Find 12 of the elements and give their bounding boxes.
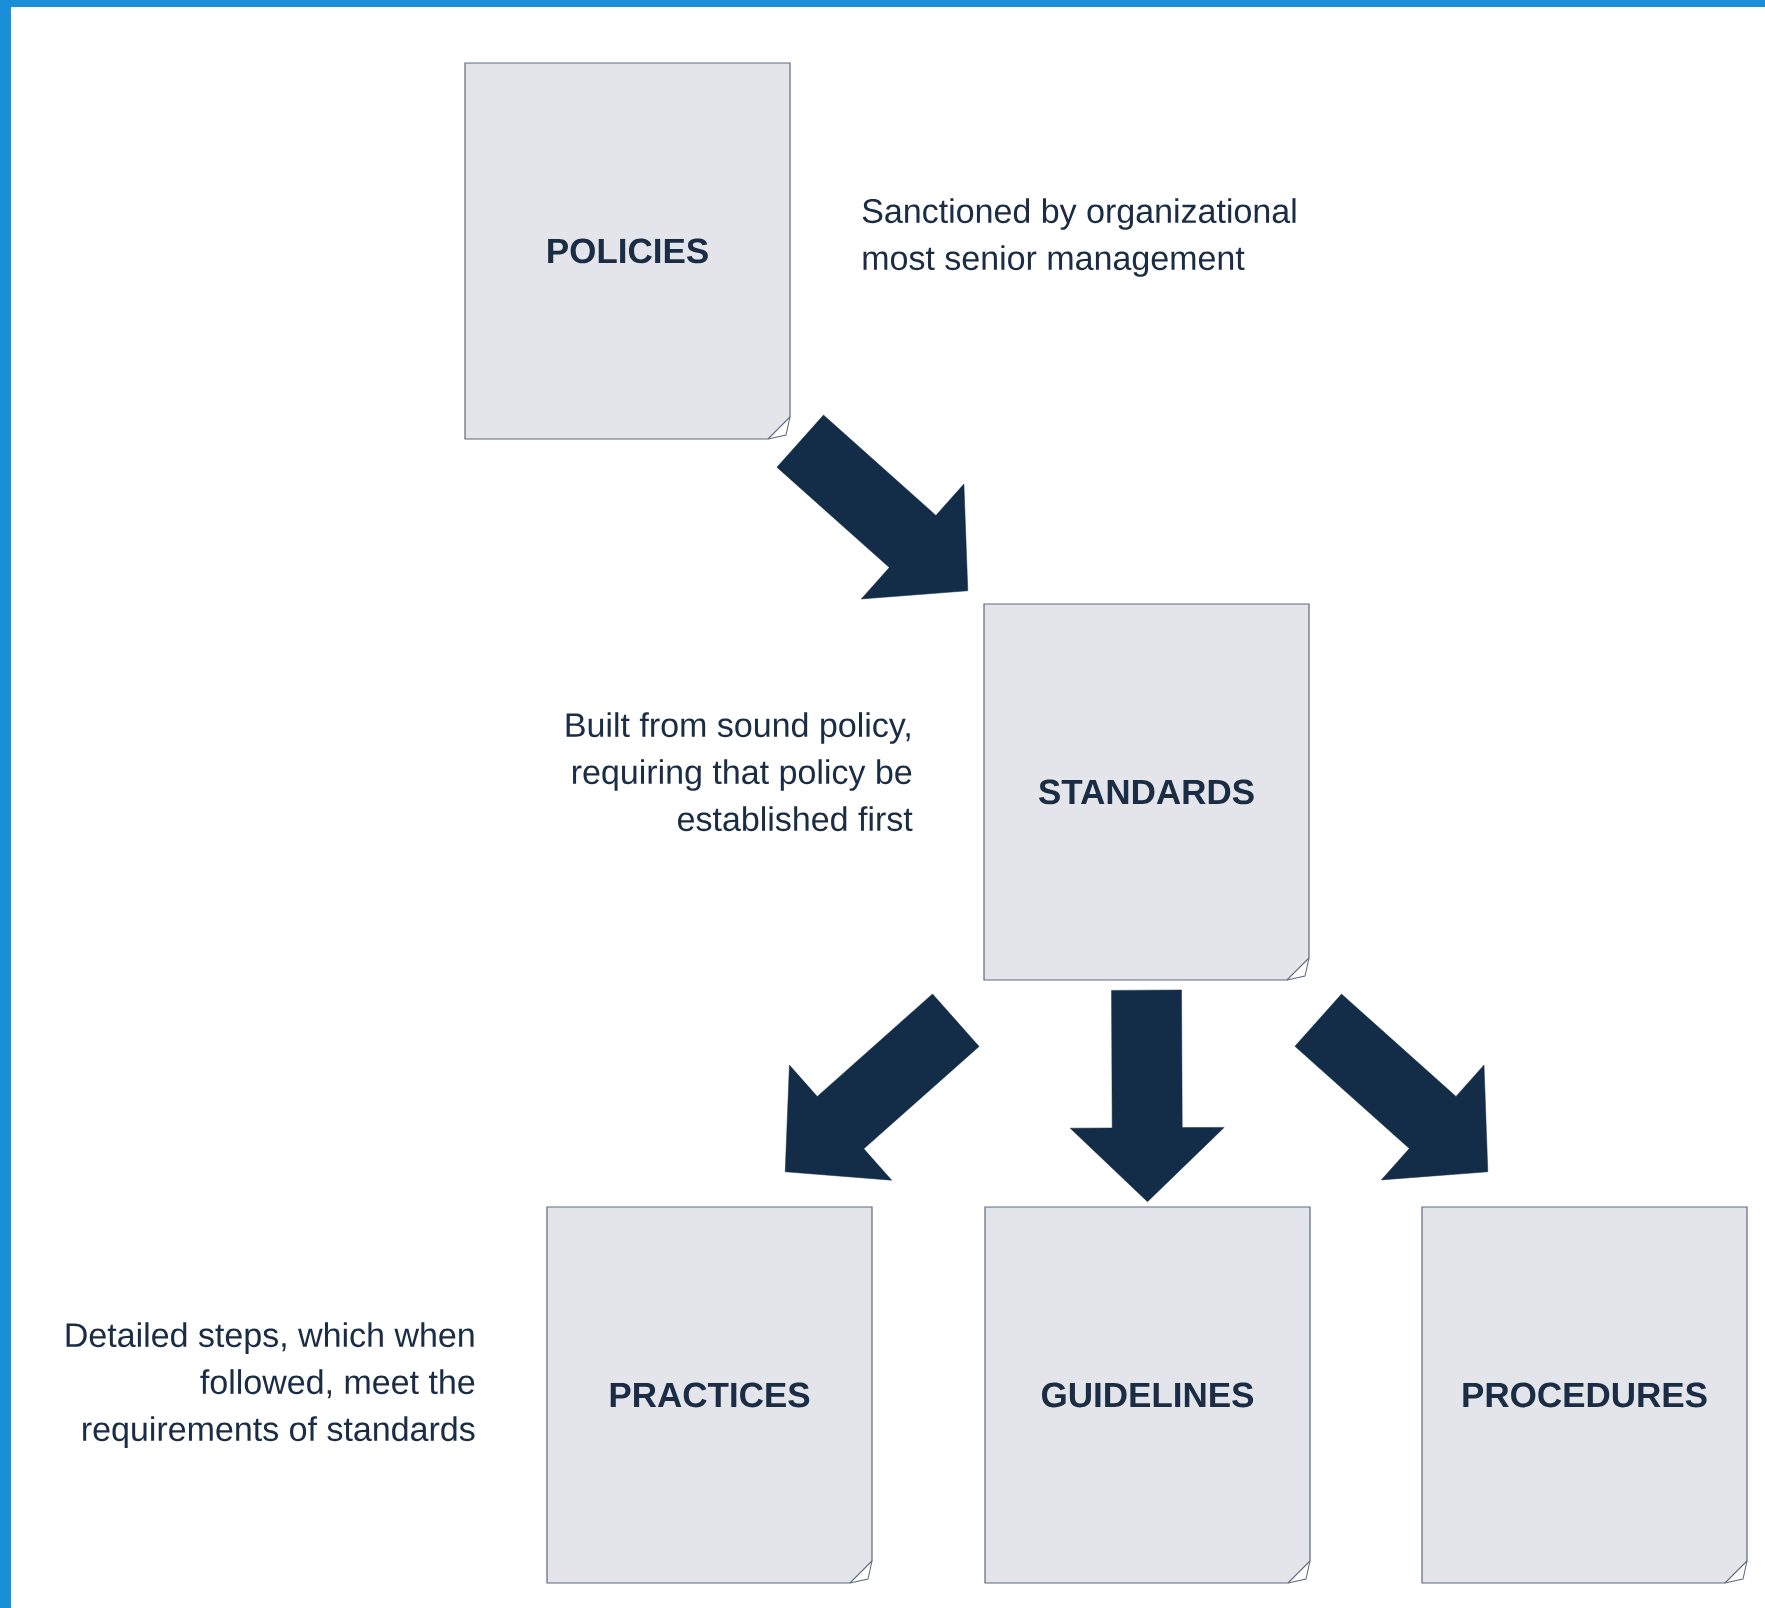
- arrow: [776, 414, 969, 600]
- document-box: GUIDELINES: [984, 1206, 1311, 1584]
- document-box: STANDARDS: [983, 603, 1310, 981]
- document-box: PRACTICES: [546, 1206, 873, 1584]
- document-box: POLICIES: [464, 62, 791, 440]
- document-box: PROCEDURES: [1421, 1206, 1748, 1584]
- annotation-text: Sanctioned by organizational most senior management: [862, 198, 1296, 277]
- arrow: [1069, 989, 1225, 1203]
- arrow: [1294, 993, 1489, 1181]
- annotation-text: Built from sound policy, requiring that policy be established first: [566, 712, 913, 832]
- arrow: [784, 993, 980, 1181]
- annotation-text: Detailed steps, which when followed, meet the requirements of standards: [66, 1322, 475, 1448]
